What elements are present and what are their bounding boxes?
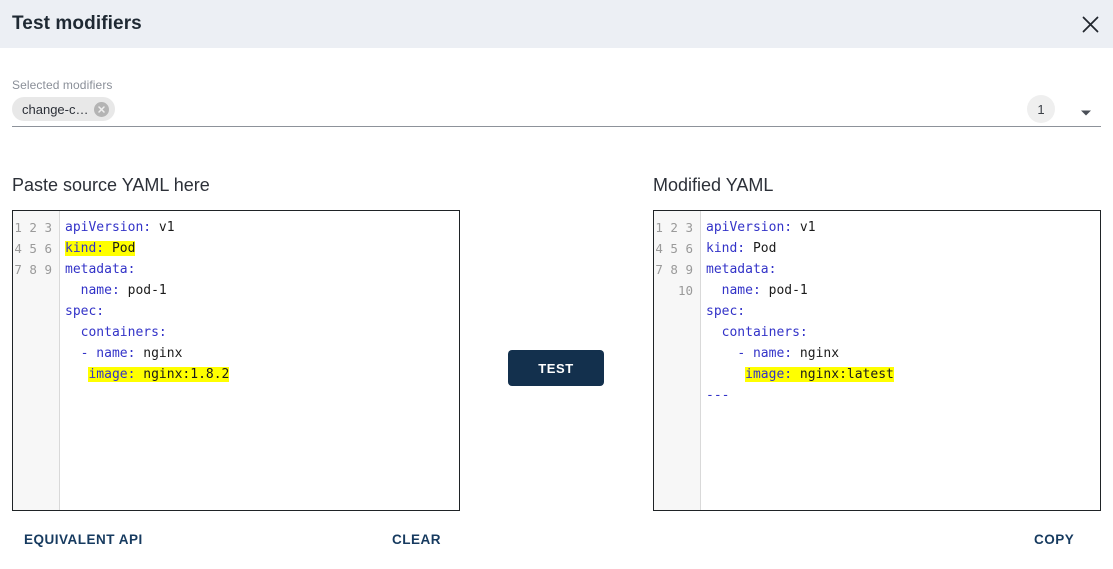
code-line: containers:	[721, 325, 808, 340]
chevron-down-icon[interactable]	[1075, 102, 1097, 124]
code-line	[65, 385, 459, 406]
code-line: ---	[706, 388, 730, 403]
code-line: kind: Pod	[706, 241, 777, 256]
code-line	[706, 406, 1100, 427]
code-line: metadata:	[706, 262, 777, 277]
source-yaml-code[interactable]: apiVersion: v1 kind: Pod metadata: name: p…	[60, 211, 459, 510]
code-line: kind: Pod	[65, 241, 136, 256]
code-line: metadata:	[65, 262, 136, 277]
code-line: name: pod-1	[80, 283, 167, 298]
copy-button[interactable]: COPY	[1034, 532, 1075, 547]
code-line: image: nginx:1.8.2	[88, 367, 230, 382]
code-line: image: nginx:latest	[745, 367, 894, 382]
modified-panel-title: Modified YAML	[653, 175, 774, 195]
dialog-header: Test modifiers	[0, 0, 1113, 48]
selected-modifiers-field: Selected modifiers change-c… 1	[12, 78, 1101, 127]
modified-yaml-code: apiVersion: v1 kind: Pod metadata: name: p…	[701, 211, 1100, 510]
test-button[interactable]: TEST	[508, 350, 604, 386]
code-line: containers:	[80, 325, 167, 340]
code-line: - name: nginx	[737, 346, 840, 361]
modifier-chip-label: change-c…	[22, 101, 89, 117]
selected-modifiers-label: Selected modifiers	[12, 78, 113, 92]
clear-button[interactable]: CLEAR	[392, 532, 441, 547]
source-yaml-editor[interactable]: 1 2 3 4 5 6 7 8 9 apiVersion: v1 kind: Po…	[12, 210, 460, 511]
code-line: name: pod-1	[721, 283, 808, 298]
remove-circle-icon[interactable]	[94, 101, 110, 117]
source-panel-title: Paste source YAML here	[12, 175, 210, 195]
selected-modifiers-row[interactable]: change-c… 1	[12, 95, 1101, 127]
code-line: spec:	[65, 304, 105, 319]
selected-count-badge[interactable]: 1	[1027, 95, 1055, 123]
modified-yaml-editor[interactable]: 1 2 3 4 5 6 7 8 9 10 apiVersion: v1 kind:…	[653, 210, 1101, 511]
equivalent-api-button[interactable]: EQUIVALENT API	[24, 532, 143, 547]
code-line: spec:	[706, 304, 746, 319]
code-line: apiVersion: v1	[706, 220, 816, 235]
code-line: apiVersion: v1	[65, 220, 175, 235]
modifier-chip[interactable]: change-c…	[12, 97, 116, 121]
close-icon[interactable]	[1075, 9, 1105, 39]
code-line: - name: nginx	[80, 346, 183, 361]
source-line-numbers: 1 2 3 4 5 6 7 8 9	[13, 211, 60, 510]
modified-line-numbers: 1 2 3 4 5 6 7 8 9 10	[654, 211, 701, 510]
page-title: Test modifiers	[12, 13, 142, 34]
